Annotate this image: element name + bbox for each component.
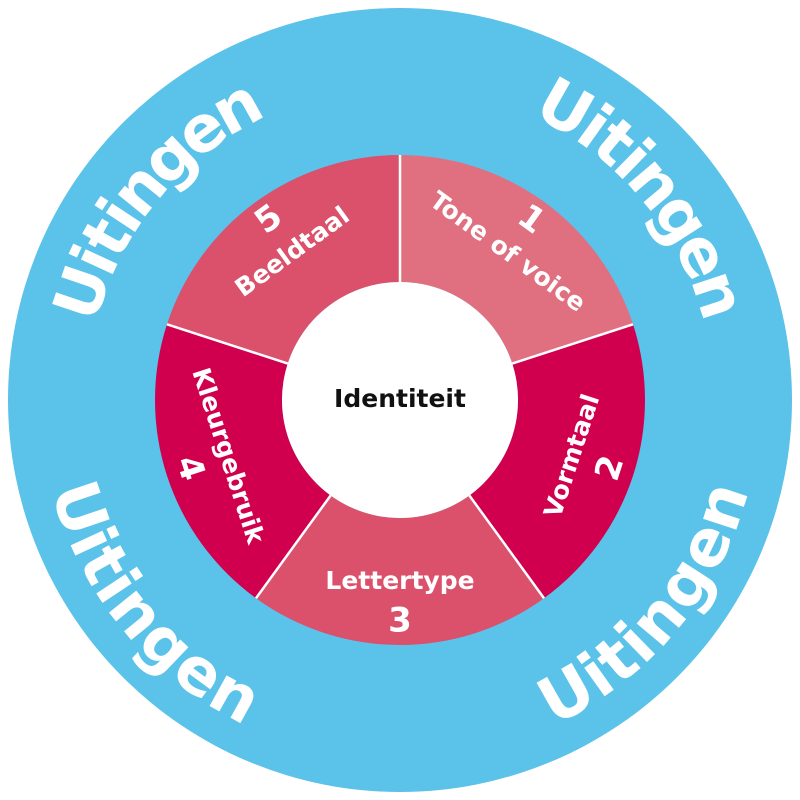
segment-dividers: [166, 155, 634, 599]
segment-4: [154, 324, 331, 599]
segments-ring: [154, 155, 645, 645]
segment-2: [469, 324, 645, 599]
segment-divider: [166, 323, 289, 365]
segment-number-3: 3: [388, 601, 412, 641]
segment-label-3: Lettertype: [325, 566, 474, 595]
segment-5: [166, 155, 400, 364]
segment-divider: [254, 494, 332, 599]
center-circle: [282, 282, 518, 518]
segment-divider: [511, 323, 634, 365]
center-label: Identiteit: [334, 384, 466, 413]
segment-1: [400, 155, 634, 364]
segment-3: [255, 495, 545, 645]
segment-divider: [468, 494, 546, 599]
